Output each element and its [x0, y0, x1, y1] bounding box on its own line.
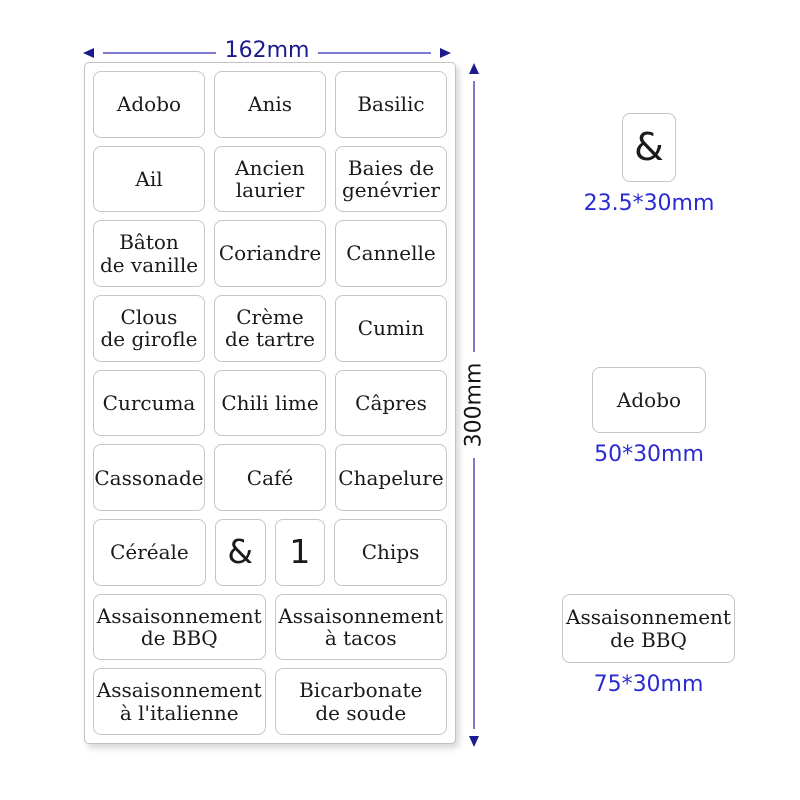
- label-cell: Assaisonnement de BBQ: [93, 593, 266, 661]
- label-cell: Bicarbonate de soude: [274, 668, 447, 736]
- label-cell: Crème de tartre: [214, 295, 326, 362]
- sample-size-caption-medium: 50*30mm: [594, 442, 704, 467]
- label-cell: Assaisonnement à l'italienne: [93, 668, 266, 736]
- label-cell: Coriandre: [214, 220, 326, 288]
- sample-label-large: Assaisonnement de BBQ: [562, 594, 735, 663]
- width-dimension: 162mm: [83, 40, 452, 62]
- sheet-width-label: 162mm: [224, 38, 310, 63]
- arrowhead-down-icon: [469, 736, 479, 747]
- label-cell: Clous de girofle: [93, 295, 205, 362]
- label-cell: Céréale: [93, 519, 206, 586]
- label-cell: Chili lime: [214, 369, 326, 437]
- label-cell: Anis: [214, 71, 326, 138]
- label-cell: Cumin: [335, 295, 447, 362]
- label-cell: Chapelure: [335, 444, 447, 512]
- label-cell: 1: [274, 519, 326, 586]
- arrowhead-left-icon: [83, 48, 94, 58]
- size-sample-medium: Adobo 50*30mm: [592, 367, 706, 467]
- label-cell: Curcuma: [93, 369, 205, 437]
- height-dimension: 300mm: [461, 63, 487, 747]
- label-cell: Café: [214, 444, 326, 512]
- dimension-line: [103, 52, 216, 54]
- sample-size-caption-large: 75*30mm: [593, 672, 704, 697]
- sheet-height-label-box: 300mm: [461, 359, 487, 451]
- size-sample-small: & 23.5*30mm: [584, 113, 714, 216]
- sheet-height-label: 300mm: [461, 362, 487, 448]
- label-cell: Ancien laurier: [214, 145, 326, 213]
- label-cell: Chips: [334, 519, 447, 586]
- dimension-line: [473, 458, 475, 729]
- arrowhead-up-icon: [469, 63, 479, 74]
- sample-label-small: &: [622, 113, 676, 182]
- dimension-line: [473, 81, 475, 352]
- label-cell: Baies de genévrier: [335, 145, 447, 213]
- label-cell: Cassonade: [93, 444, 205, 512]
- label-cell: Bâton de vanille: [93, 220, 205, 288]
- size-sample-large: Assaisonnement de BBQ 75*30mm: [562, 594, 735, 697]
- dimension-line: [318, 52, 432, 54]
- label-cell: Assaisonnement à tacos: [274, 593, 447, 661]
- label-cell: Adobo: [93, 71, 205, 138]
- sample-label-medium: Adobo: [592, 367, 706, 433]
- label-cell: Ail: [93, 145, 205, 213]
- label-cell: Cannelle: [335, 220, 447, 288]
- sample-size-caption-small: 23.5*30mm: [583, 191, 715, 216]
- label-cell: Câpres: [335, 369, 447, 437]
- label-cell: Basilic: [335, 71, 447, 138]
- label-cell: &: [214, 519, 266, 586]
- arrowhead-right-icon: [440, 48, 452, 58]
